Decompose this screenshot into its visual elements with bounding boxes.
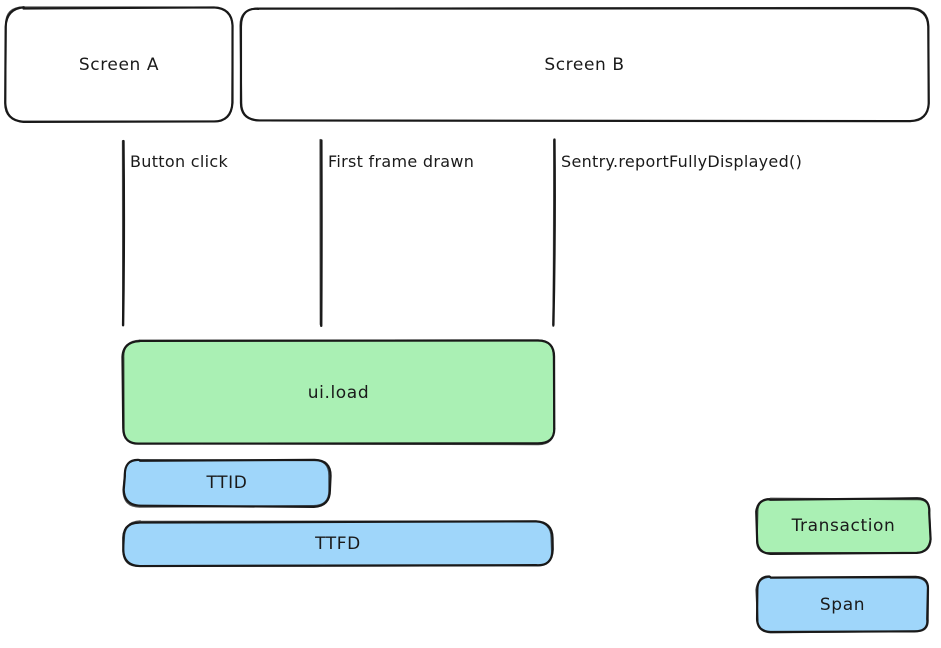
legend-transaction-swatch[interactable]	[757, 499, 930, 553]
ui-load-transaction-bar[interactable]	[123, 341, 554, 444]
ttfd-span-bar[interactable]	[124, 522, 552, 566]
marker-line-button-click[interactable]	[117, 140, 130, 326]
marker-label-button-click: Button click	[130, 152, 229, 171]
marker-label-first-frame-drawn: First frame drawn	[328, 152, 475, 171]
marker-label-sentry-report-fully-displayed: Sentry.reportFullyDisplayed()	[561, 152, 803, 171]
ttid-span-bar[interactable]	[124, 460, 330, 506]
screen-a-box[interactable]	[6, 8, 232, 121]
screen-b-box[interactable]	[241, 8, 928, 121]
marker-line-first-frame-drawn[interactable]	[315, 140, 328, 326]
legend-span-swatch[interactable]	[757, 577, 928, 632]
marker-line-sentry-report-fully-displayed[interactable]	[548, 140, 561, 326]
